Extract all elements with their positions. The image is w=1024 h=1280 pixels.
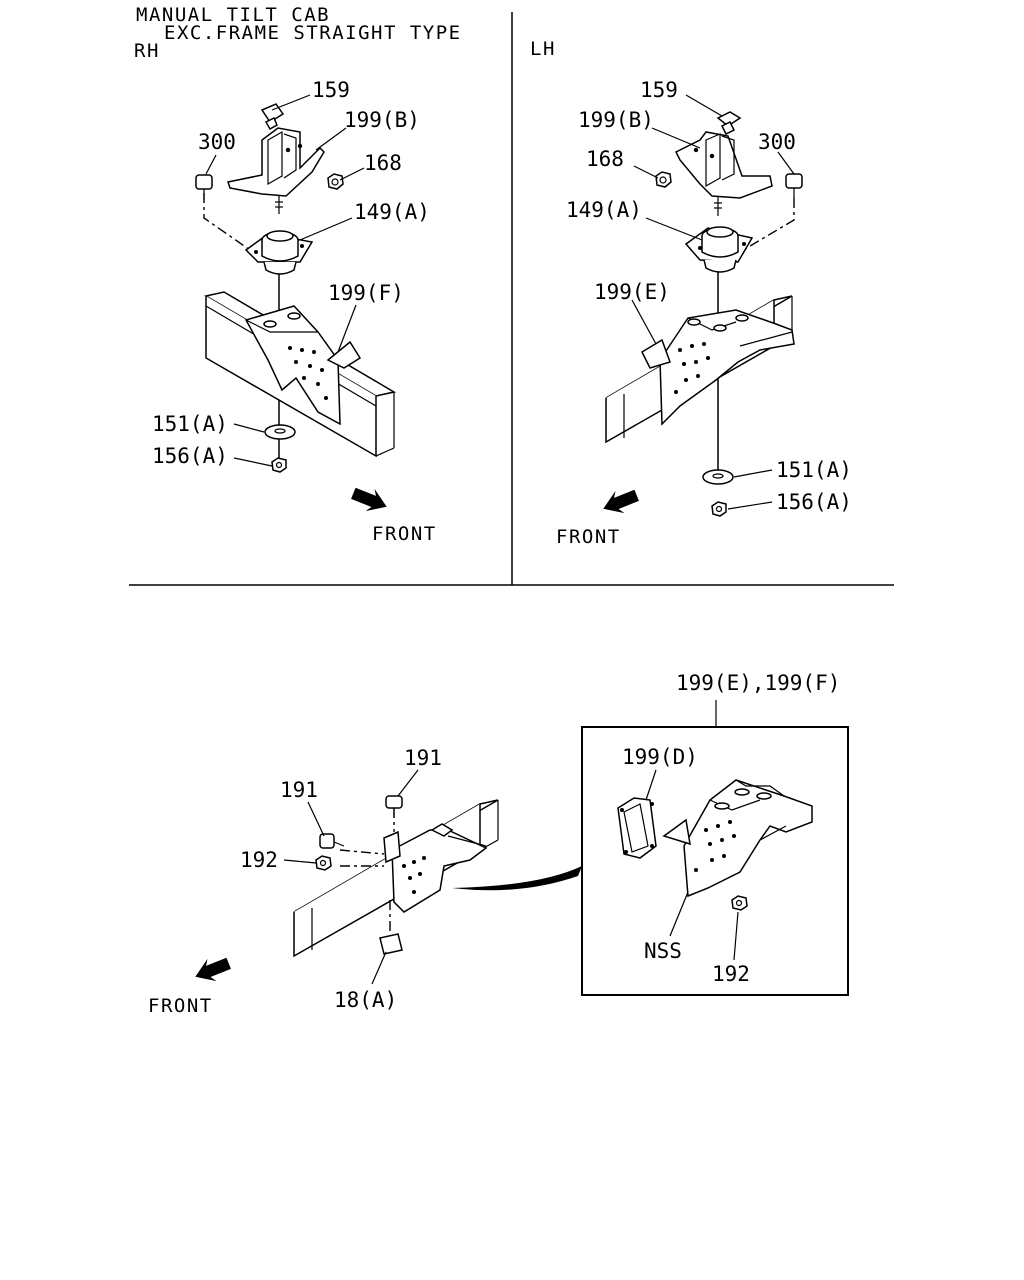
detail-label-192: 192 — [712, 962, 750, 986]
lower-label-191-side: 191 — [280, 778, 318, 802]
lh-label-168: 168 — [586, 147, 624, 171]
header-line-2: EXC.FRAME STRAIGHT TYPE — [164, 22, 462, 44]
rh-assembly — [195, 103, 397, 473]
nut-156a-icon — [271, 457, 287, 473]
lh-label-300: 300 — [758, 130, 796, 154]
lower-label-191-top: 191 — [404, 746, 442, 770]
lower-front-label: FRONT — [148, 995, 213, 1017]
lh-mount-149a-icon — [684, 226, 754, 273]
detail-nut-192-icon — [731, 895, 748, 911]
lh-assembly — [605, 111, 803, 517]
lh-nut-156a-icon — [711, 501, 727, 517]
detail-label-199d: 199(D) — [622, 745, 698, 769]
lh-bolt-300-icon — [785, 173, 803, 198]
rh-label-199f: 199(F) — [328, 281, 404, 305]
lh-bracket-199b-icon — [674, 131, 773, 216]
lh-front-arrow-icon — [603, 489, 639, 514]
rh-label-168: 168 — [364, 151, 402, 175]
detail-box — [581, 726, 849, 996]
detail-label-nss: NSS — [644, 939, 682, 963]
rh-side-label: RH — [134, 40, 160, 62]
rh-label-300: 300 — [198, 130, 236, 154]
bracket-199b-icon — [227, 127, 325, 214]
lh-frame-bracket — [641, 309, 795, 426]
lh-label-151a: 151(A) — [776, 458, 852, 482]
lh-clip-159-icon — [716, 111, 742, 136]
lh-label-149a: 149(A) — [566, 198, 642, 222]
rh-label-159: 159 — [312, 78, 350, 102]
lh-label-156a: 156(A) — [776, 490, 852, 514]
lh-side-label: LH — [530, 38, 556, 60]
clip-159-icon — [260, 103, 285, 131]
bolt-191-side-icon — [319, 833, 345, 849]
lower-label-18a: 18(A) — [334, 988, 397, 1012]
bolt-191-upper-icon — [385, 795, 403, 818]
rh-label-149a: 149(A) — [354, 200, 430, 224]
lh-label-199e: 199(E) — [594, 280, 670, 304]
rh-label-199b: 199(B) — [344, 108, 420, 132]
rh-front-arrow-icon — [351, 487, 387, 512]
rh-front-label: FRONT — [372, 523, 437, 545]
rh-frame-bracket — [244, 305, 362, 426]
detail-header-label: 199(E),199(F) — [676, 671, 840, 695]
bracket-199d-icon — [617, 797, 657, 859]
detail-pointer — [452, 866, 582, 891]
plate-18a-icon — [379, 933, 403, 955]
rh-label-156a: 156(A) — [152, 444, 228, 468]
rh-label-151a: 151(A) — [152, 412, 228, 436]
detail-frame-bracket — [662, 779, 813, 898]
washer-192-icon — [315, 855, 332, 871]
nut-168-icon — [327, 173, 344, 190]
lh-label-199b: 199(B) — [578, 108, 654, 132]
lower-assembly — [293, 795, 582, 958]
lower-label-192: 192 — [240, 848, 278, 872]
lower-front-arrow-icon — [195, 957, 231, 982]
mount-149a-icon — [244, 230, 314, 275]
lh-front-label: FRONT — [556, 526, 621, 548]
lh-washer-151a-icon — [702, 469, 734, 485]
washer-151a-icon — [264, 424, 296, 440]
lh-nut-168-icon — [655, 171, 672, 188]
lh-label-159: 159 — [640, 78, 678, 102]
detail-assembly — [617, 779, 813, 911]
bolt-300-icon — [195, 174, 213, 200]
header-line-1: MANUAL TILT CAB — [136, 4, 330, 26]
